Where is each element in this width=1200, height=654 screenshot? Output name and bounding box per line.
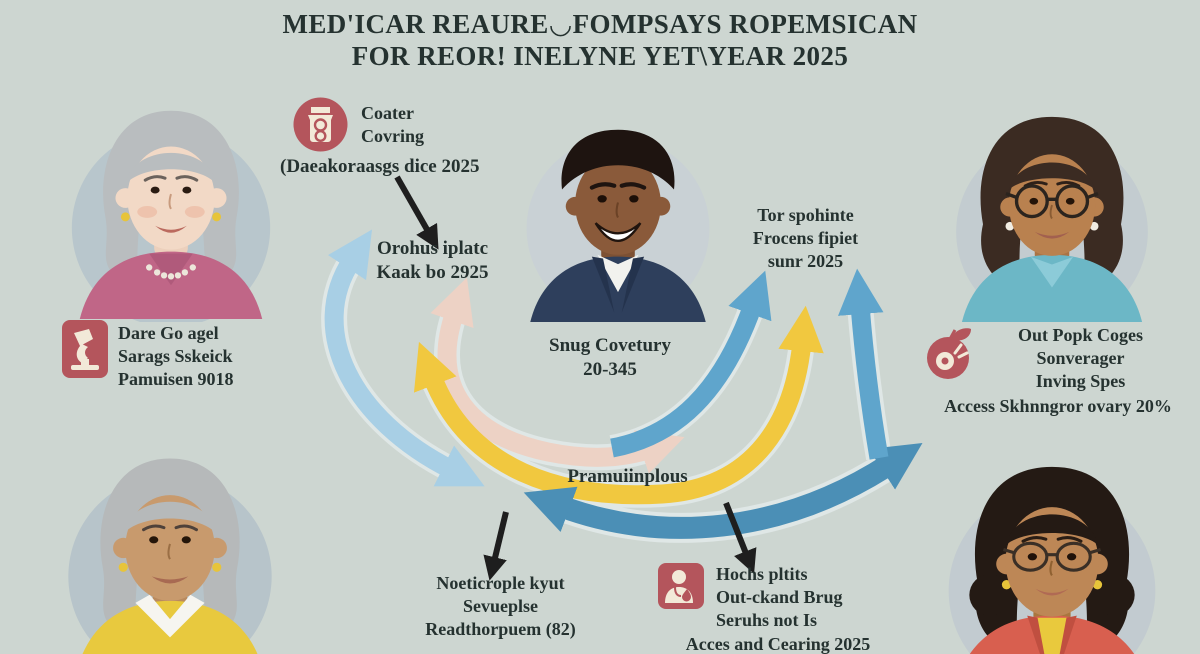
pill-bottle-icon xyxy=(293,97,348,152)
apple-magnifier-icon xyxy=(927,328,971,379)
pointer-bottom-right xyxy=(723,501,757,574)
coater-line-1: Coater xyxy=(361,103,414,123)
coater-line-3: (Daeakoraasgs dice 2025 xyxy=(280,156,480,177)
arc-blue-mid xyxy=(610,270,772,458)
noeticrople-line-2: Sevueplse xyxy=(462,596,538,617)
portrait-top-right-woman-glasses xyxy=(956,116,1148,322)
out-popk-line-1: Out Popk Coges xyxy=(1017,325,1143,345)
dare-line-3: Pamuisen 9018 xyxy=(118,369,234,390)
arc-blue-right xyxy=(838,268,889,460)
out-popk-line-2: Sonverager xyxy=(1036,348,1125,369)
hochs-line-3: Seruhs not Is xyxy=(716,610,818,631)
pramulinplous-line-1: Pramuiinplous xyxy=(567,466,688,487)
pointer-lines xyxy=(394,175,757,581)
annotation-noeticrople: Noeticrople kyut Sevueplse Readthorpuem … xyxy=(393,572,608,641)
infographic-title: MED'ICAR REAURE◡FOMPSAYS ROPEMSICAN FOR … xyxy=(0,8,1200,73)
tor-line-1: Tor spohinte xyxy=(757,205,854,225)
snug-line-2: 20-345 xyxy=(583,359,637,381)
out-popk-line-3: Inving Spes xyxy=(1035,371,1126,392)
dare-line-1: Dare Go agel xyxy=(118,323,219,343)
pointer-bottom-left xyxy=(483,511,509,581)
doctor-icon xyxy=(658,563,704,609)
noeticrople-line-3: Readthorpuem (82) xyxy=(425,619,576,640)
tor-line-3: sunr 2025 xyxy=(767,251,844,272)
portrait-top-left-elderly-woman xyxy=(71,110,271,322)
annotation-orohus: Orohus iplatc Kaak bo 2925 xyxy=(340,237,525,286)
orohus-line-1: Orohus iplatc xyxy=(376,238,489,259)
annotation-tor: Tor spohinte Frocens fipiet sunr 2025 xyxy=(733,204,878,273)
annotation-hochs: Hochs pltits Out-ckand Brug Seruhs not I… xyxy=(658,563,898,654)
snug-line-1: Snug Covetury xyxy=(549,335,671,356)
hochs-line-4: Acces and Cearing 2025 xyxy=(685,634,871,654)
arc-light-blue xyxy=(324,229,485,487)
portrait-bottom-right-woman-glasses xyxy=(948,466,1156,654)
title-line-2: FOR REOR! INELYNE YET\YEAR 2025 xyxy=(351,41,849,72)
pointer-top xyxy=(394,175,439,250)
coater-line-2: Covring xyxy=(361,126,424,147)
annotation-dare: Dare Go agel Sarags Sskeick Pamuisen 901… xyxy=(62,320,312,391)
microscope-icon xyxy=(62,320,108,378)
hochs-line-2: Out-ckand Brug xyxy=(716,587,843,608)
noeticrople-line-1: Noeticrople kyut xyxy=(436,573,565,593)
annotation-snug: Snug Covetury 20-345 xyxy=(515,334,705,383)
tor-line-2: Frocens fipiet xyxy=(752,228,859,249)
portrait-bottom-left-elderly-woman xyxy=(68,458,272,654)
hochs-line-1: Hochs pltits xyxy=(716,564,808,584)
annotation-pramulinplous: Pramuiinplous xyxy=(540,465,715,489)
annotation-out-popk: Out Popk Coges Sonverager Inving Spes Ac… xyxy=(922,324,1194,418)
title-line-1: MED'ICAR REAURE◡FOMPSAYS ROPEMSICAN xyxy=(282,9,918,39)
annotation-coater: Coater Covring (Daeakoraasgs dice 2025 xyxy=(280,96,542,179)
orohus-line-2: Kaak bo 2925 xyxy=(376,262,489,284)
out-popk-line-4: Access Skhnngror ovary 20% xyxy=(944,396,1172,417)
arc-steel-bottom xyxy=(523,442,923,539)
dare-line-2: Sarags Sskeick xyxy=(118,346,233,367)
